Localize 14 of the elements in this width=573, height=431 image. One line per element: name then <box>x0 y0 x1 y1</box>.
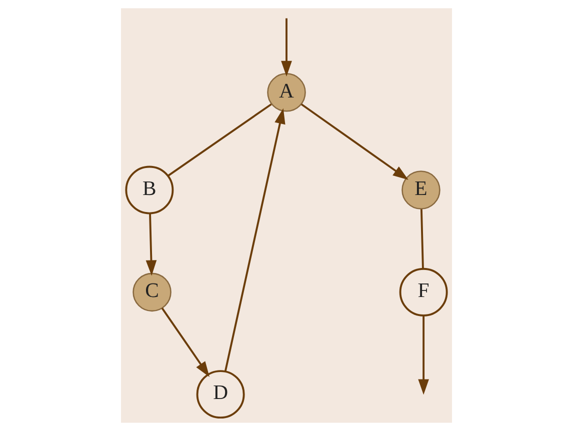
arrow <box>418 316 429 395</box>
arrow <box>146 213 157 276</box>
node-circle: F <box>399 268 448 316</box>
node-circle: D <box>196 370 245 419</box>
arrow <box>161 308 210 377</box>
node-circle: E <box>402 170 440 210</box>
node-circle: B <box>125 166 174 214</box>
arrow <box>281 18 292 76</box>
node-circle: A <box>267 73 306 112</box>
arrow <box>300 103 408 180</box>
connector <box>168 103 272 177</box>
connector <box>420 209 424 269</box>
node-circle: C <box>132 272 172 312</box>
arrow <box>224 108 286 372</box>
